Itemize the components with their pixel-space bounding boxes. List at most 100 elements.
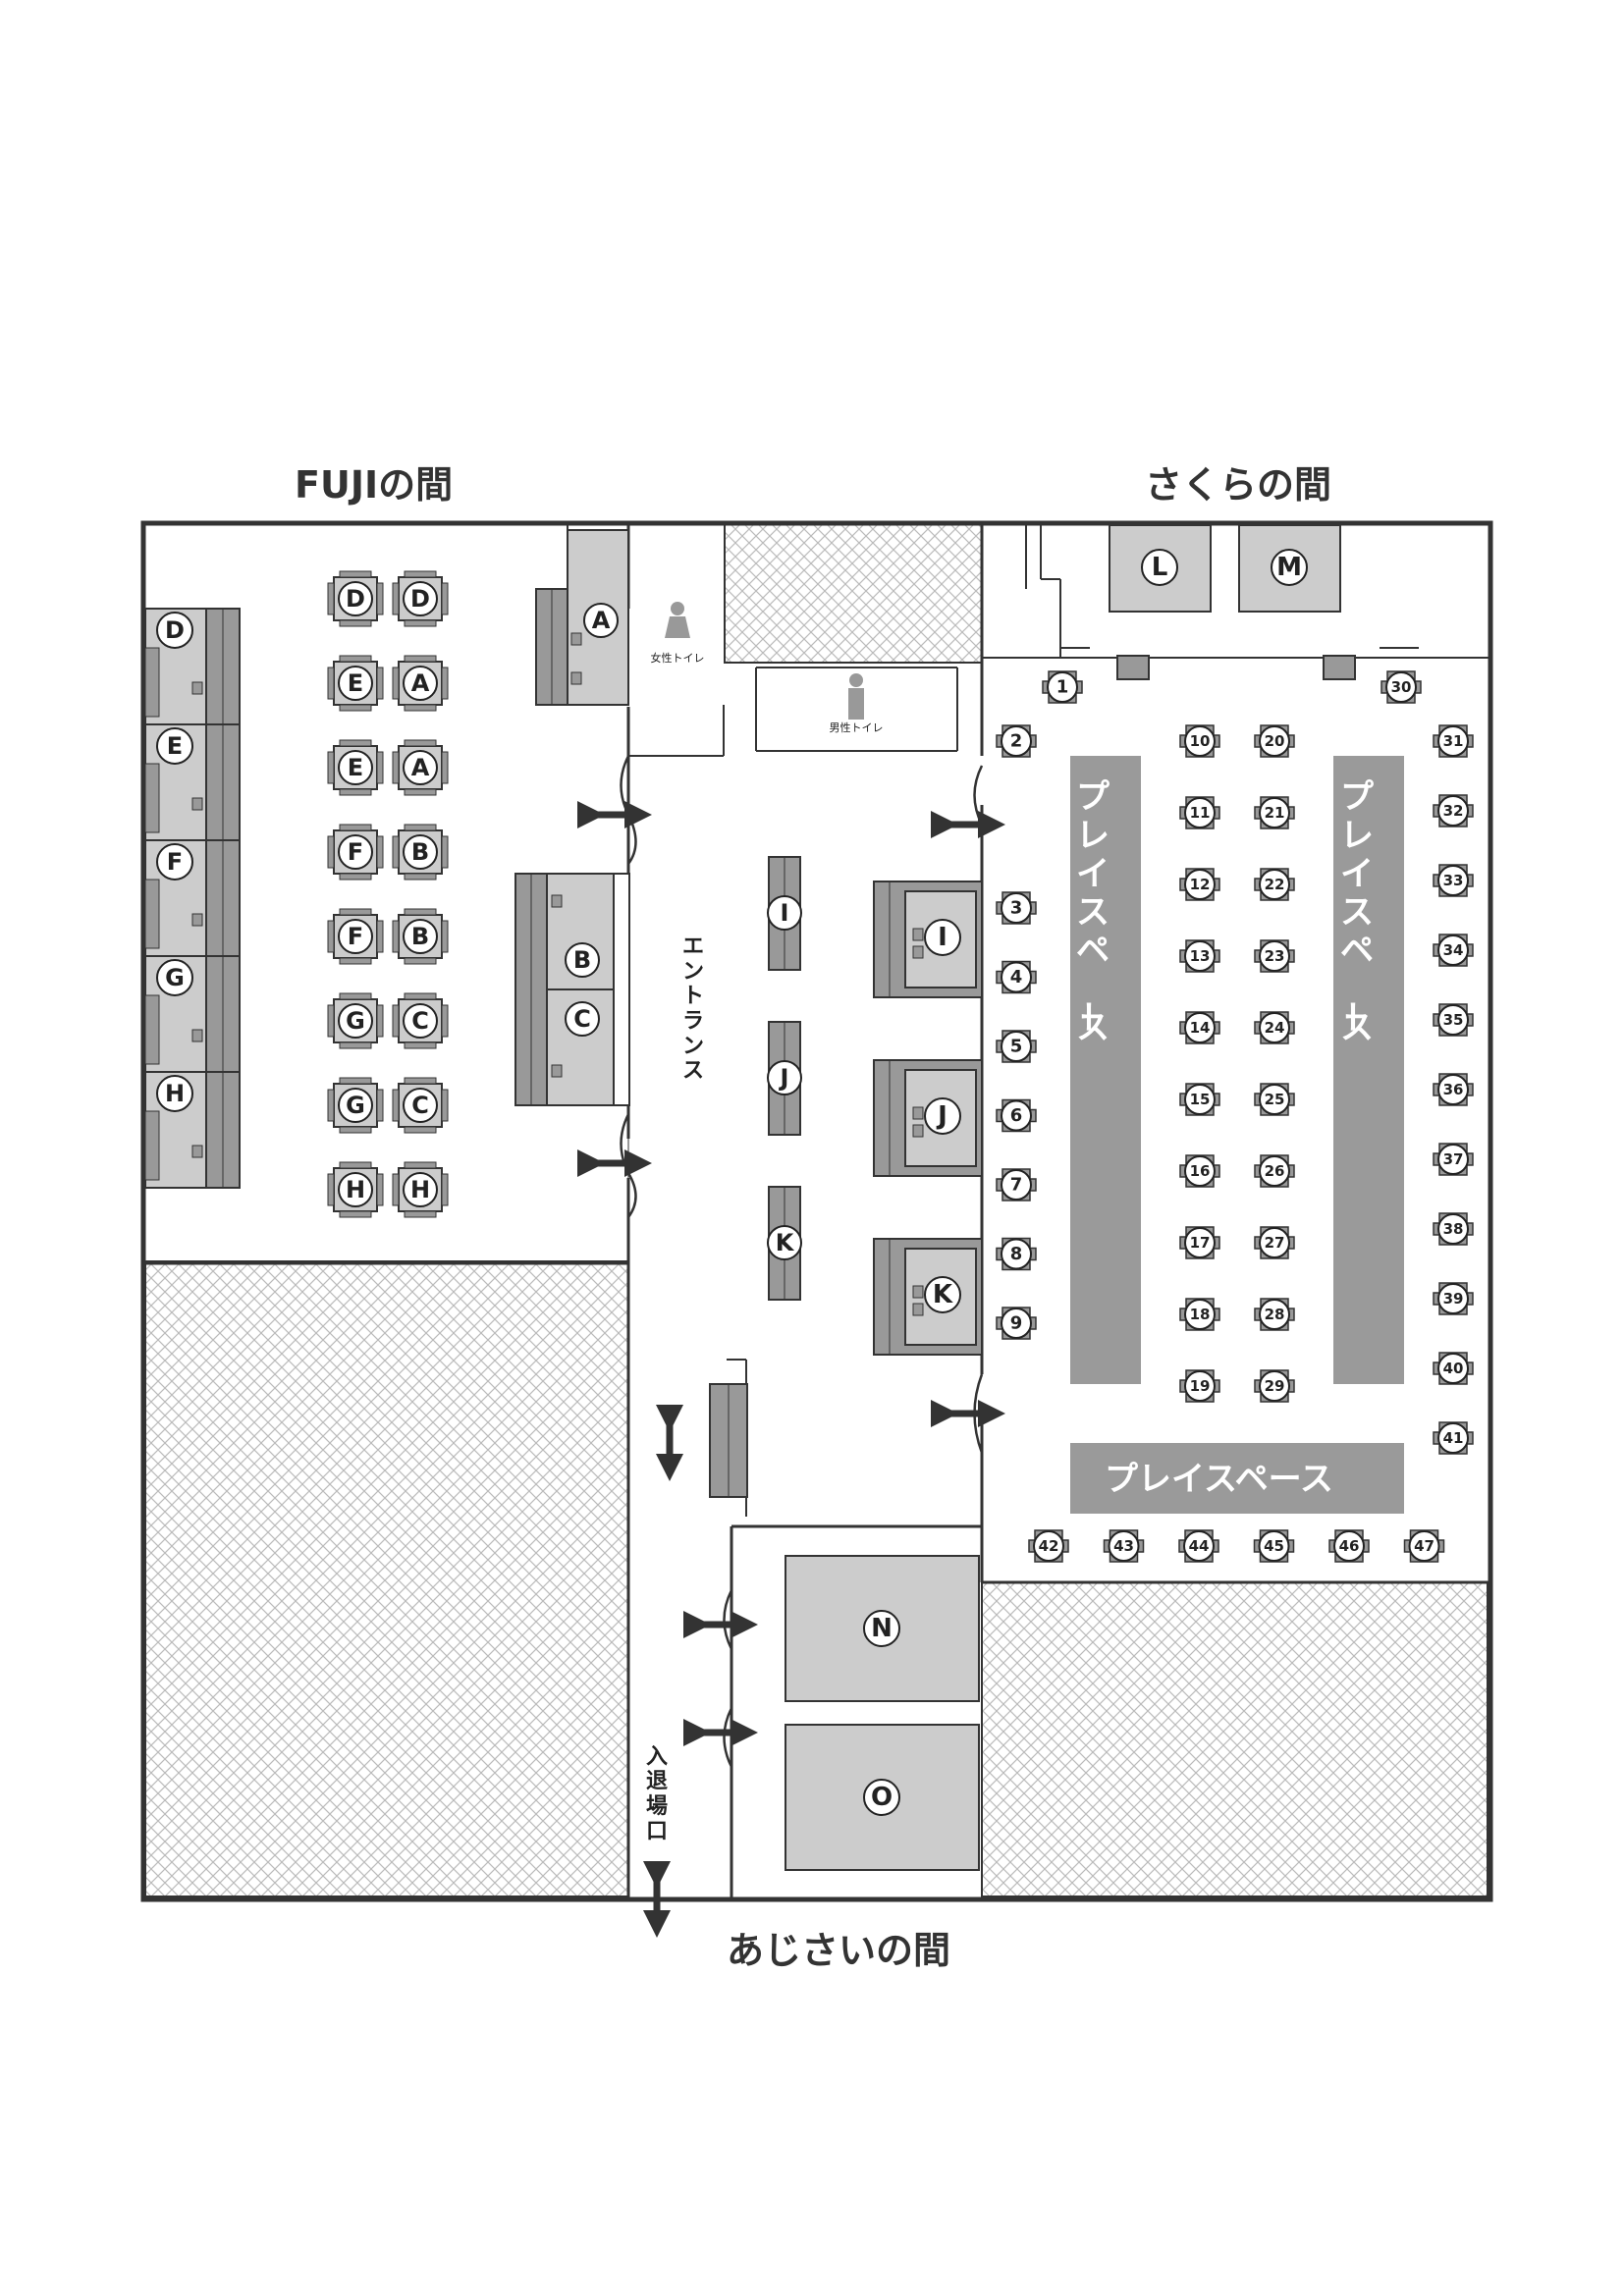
sakura-table-15[interactable]: 15 — [1179, 1083, 1220, 1116]
entrance-booth-K[interactable]: K — [767, 1186, 802, 1301]
sakura-table-12-label: 12 — [1190, 876, 1211, 893]
sakura-table-6[interactable]: 6 — [996, 1098, 1037, 1133]
fuji-table-H-8-1[interactable]: H — [327, 1161, 384, 1218]
sakura-table-28[interactable]: 28 — [1254, 1298, 1295, 1331]
fuji-table-D-1-2[interactable]: D — [392, 570, 449, 627]
sakura-table-39[interactable]: 39 — [1433, 1282, 1474, 1315]
male-icon — [849, 673, 863, 687]
fuji-table-C-7-2[interactable]: C — [392, 1077, 449, 1134]
fuji-table-B-4-2[interactable]: B — [392, 824, 449, 881]
sakura-table-2-label: 2 — [1010, 731, 1023, 752]
sakura-table-44[interactable]: 44 — [1178, 1529, 1219, 1563]
fuji-table-E-marker — [338, 750, 373, 785]
sakura-table-25[interactable]: 25 — [1254, 1083, 1295, 1116]
side-booth-I[interactable]: I — [873, 881, 983, 998]
sakura-table-19[interactable]: 19 — [1179, 1369, 1220, 1403]
sakura-table-15-label: 15 — [1190, 1091, 1211, 1108]
big-booth-M[interactable]: M — [1238, 524, 1341, 613]
sakura-table-21[interactable]: 21 — [1254, 796, 1295, 829]
sakura-table-47[interactable]: 47 — [1403, 1529, 1445, 1563]
sakura-table-20[interactable]: 20 — [1254, 724, 1295, 758]
wall-booth-D[interactable]: D — [144, 608, 241, 725]
sakura-table-34[interactable]: 34 — [1433, 934, 1474, 967]
fuji-table-G-7-1[interactable]: G — [327, 1077, 384, 1134]
fuji-table-B-5-2[interactable]: B — [392, 908, 449, 965]
fuji-table-G-6-1[interactable]: G — [327, 992, 384, 1049]
entrance-label: エントランス — [682, 934, 704, 1084]
ajisai-booth-O[interactable]: O — [785, 1724, 980, 1871]
sakura-table-31[interactable]: 31 — [1433, 724, 1474, 758]
sakura-table-41[interactable]: 41 — [1433, 1421, 1474, 1455]
sakura-table-46[interactable]: 46 — [1328, 1529, 1370, 1563]
sakura-table-23[interactable]: 23 — [1254, 939, 1295, 973]
entrance-booth-I[interactable]: I — [767, 856, 802, 971]
wall-booth-F-label: F — [167, 848, 183, 876]
sakura-table-26[interactable]: 26 — [1254, 1154, 1295, 1188]
ajisai-room-booths: NO — [785, 1555, 980, 1871]
ajisai-booth-N[interactable]: N — [785, 1555, 980, 1702]
sakura-table-33[interactable]: 33 — [1433, 864, 1474, 897]
sakura-table-24[interactable]: 24 — [1254, 1011, 1295, 1044]
wall-booth-E[interactable]: E — [144, 723, 241, 841]
sakura-table-2[interactable]: 2 — [996, 724, 1037, 758]
fuji-table-E-2-1[interactable]: E — [327, 655, 384, 712]
sakura-table-8[interactable]: 8 — [996, 1237, 1037, 1271]
fuji-table-H-8-2[interactable]: H — [392, 1161, 449, 1218]
sakura-table-18[interactable]: 18 — [1179, 1298, 1220, 1331]
sakura-table-3[interactable]: 3 — [996, 891, 1037, 925]
fuji-table-A-3-2[interactable]: A — [392, 739, 449, 796]
sakura-table-10[interactable]: 10 — [1179, 724, 1220, 758]
side-booth-K[interactable]: K — [873, 1238, 983, 1356]
fuji-table-B-label: B — [411, 838, 429, 866]
sakura-table-4[interactable]: 4 — [996, 960, 1037, 994]
fuji-table-F-4-1[interactable]: F — [327, 824, 384, 881]
side-booth-J-marker — [924, 1097, 961, 1135]
toilets: 女性トイレ 男性トイレ — [651, 602, 884, 734]
sakura-table-40[interactable]: 40 — [1433, 1352, 1474, 1385]
sakura-table-37[interactable]: 37 — [1433, 1143, 1474, 1176]
sakura-table-36[interactable]: 36 — [1433, 1073, 1474, 1106]
entrance-booth-J[interactable]: J — [767, 1021, 802, 1136]
sakura-table-35[interactable]: 35 — [1433, 1003, 1474, 1037]
fuji-table-E-3-1[interactable]: E — [327, 739, 384, 796]
fuji-table-F-5-1[interactable]: F — [327, 908, 384, 965]
sakura-table-30[interactable]: 30 — [1380, 670, 1422, 704]
sakura-table-14[interactable]: 14 — [1179, 1011, 1220, 1044]
wall-booth-F[interactable]: F — [144, 839, 241, 957]
sakura-table-17[interactable]: 17 — [1179, 1226, 1220, 1259]
sakura-table-5[interactable]: 5 — [996, 1030, 1037, 1063]
side-booth-K-marker — [924, 1276, 961, 1313]
wall-booth-G[interactable]: G — [144, 955, 241, 1073]
center-booths[interactable]: BC — [514, 873, 630, 1106]
side-booth-J[interactable]: J — [873, 1059, 983, 1177]
fuji-table-C-6-2[interactable]: C — [392, 992, 449, 1049]
ajisai-booth-O-label: O — [871, 1783, 893, 1812]
sakura-table-9[interactable]: 9 — [996, 1307, 1037, 1340]
big-booth-L[interactable]: L — [1109, 524, 1212, 613]
fuji-table-A-2-2[interactable]: A — [392, 655, 449, 712]
sakura-table-37-marker — [1437, 1144, 1469, 1175]
sakura-table-14-label: 14 — [1190, 1019, 1211, 1037]
sakura-table-29[interactable]: 29 — [1254, 1369, 1295, 1403]
sakura-table-36-marker — [1437, 1074, 1469, 1105]
sakura-table-12[interactable]: 12 — [1179, 868, 1220, 901]
sakura-table-16[interactable]: 16 — [1179, 1154, 1220, 1188]
sakura-table-32[interactable]: 32 — [1433, 794, 1474, 828]
sakura-table-38-marker — [1437, 1213, 1469, 1245]
sakura-table-42[interactable]: 42 — [1028, 1529, 1069, 1563]
sakura-table-11[interactable]: 11 — [1179, 796, 1220, 829]
sakura-table-30-label: 30 — [1391, 678, 1412, 696]
corner-booth-A[interactable]: A — [535, 529, 629, 706]
sakura-table-13[interactable]: 13 — [1179, 939, 1220, 973]
sakura-table-38[interactable]: 38 — [1433, 1212, 1474, 1246]
sakura-table-43[interactable]: 43 — [1103, 1529, 1145, 1563]
sakura-table-45[interactable]: 45 — [1253, 1529, 1295, 1563]
sakura-table-45-label: 45 — [1264, 1537, 1284, 1555]
fuji-table-D-1-1[interactable]: D — [327, 570, 384, 627]
sakura-table-22[interactable]: 22 — [1254, 868, 1295, 901]
sakura-table-1[interactable]: 1 — [1042, 670, 1083, 704]
side-booth-K-label: K — [933, 1280, 953, 1309]
sakura-table-27[interactable]: 27 — [1254, 1226, 1295, 1259]
sakura-table-7[interactable]: 7 — [996, 1168, 1037, 1201]
wall-booth-H[interactable]: H — [144, 1071, 241, 1189]
